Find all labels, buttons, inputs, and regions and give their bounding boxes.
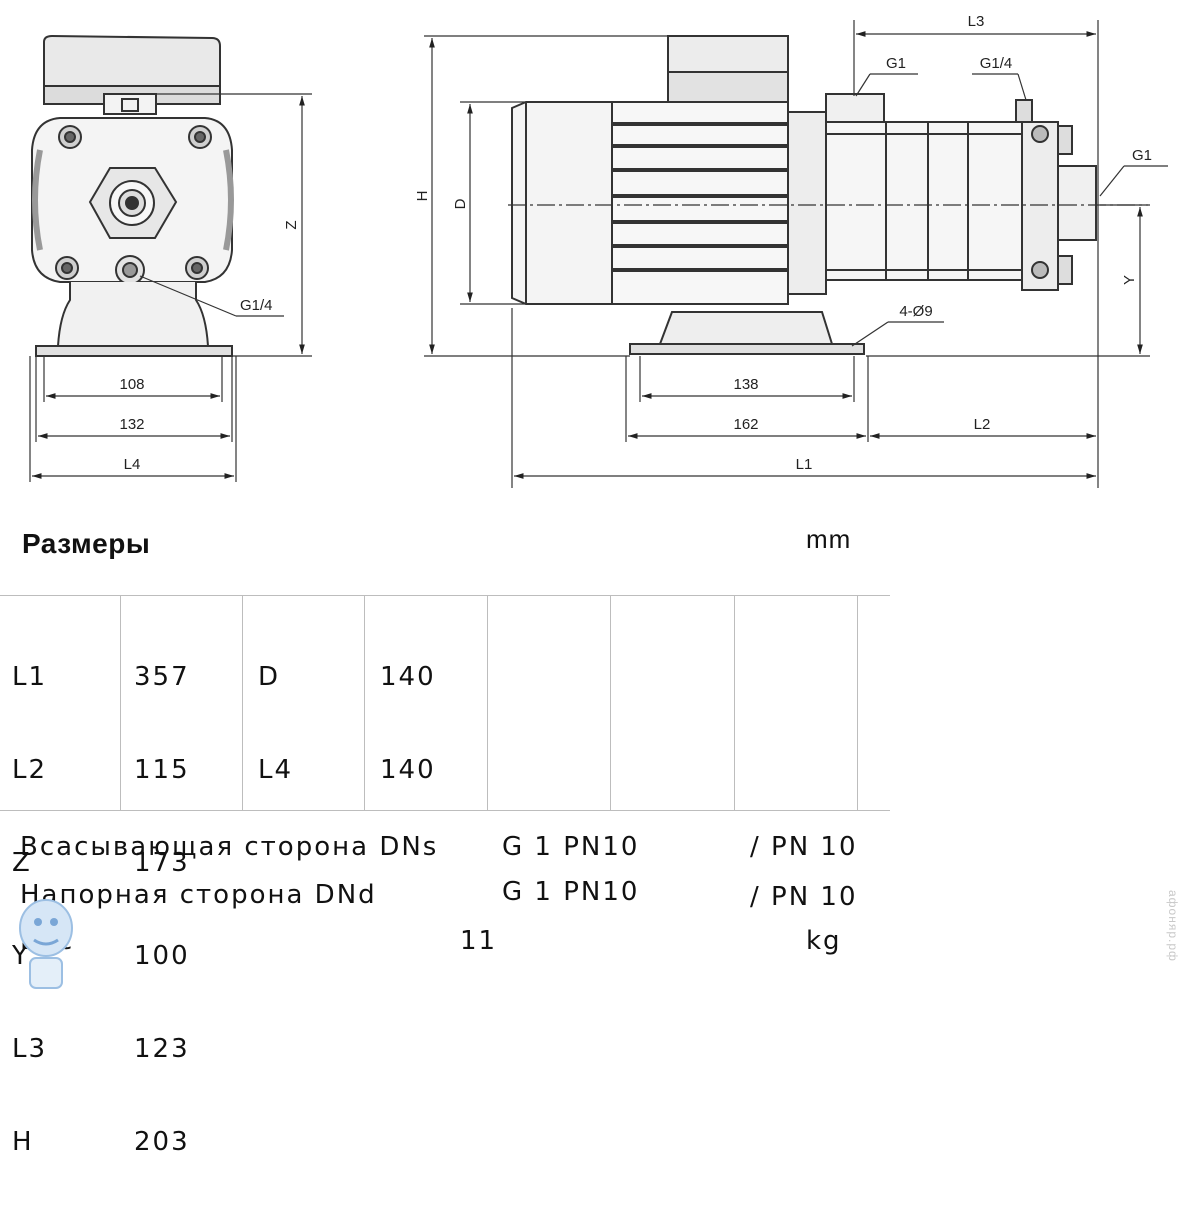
side-y-label: Y [1121, 275, 1138, 285]
dim-value: 123 [134, 1034, 190, 1064]
side-g1-right-label: G1 [1132, 147, 1152, 164]
side-l3-label: L3 [968, 13, 985, 30]
watermark-text: афоняр.рф [1166, 890, 1180, 962]
dim-name: H [12, 1127, 34, 1157]
side-view [511, 35, 1097, 355]
front-g14-label: G1/4 [240, 297, 273, 314]
front-108-label: 108 [119, 376, 144, 393]
dim-value: 140 [380, 662, 436, 692]
dim-name: L2 [12, 755, 48, 785]
side-g14-label: G1/4 [980, 55, 1013, 72]
front-l4-label: L4 [124, 456, 141, 473]
pump-dimension-drawing: G1/4 Z 108 132 L4 [29, 13, 1168, 488]
dim-name: L4 [258, 755, 294, 785]
dimensions-title: Размеры [22, 528, 151, 559]
weight-value: 11 [460, 926, 498, 956]
front-view [31, 34, 234, 357]
dimensions-table: L1 L2 Z Y L3 H 357 115 173 100 123 203 D… [0, 595, 890, 1157]
table-column [242, 596, 365, 810]
dim-value: 100 [134, 941, 190, 971]
dim-value: 203 [134, 1127, 190, 1157]
dim-value: 357 [134, 662, 190, 692]
side-holes-label: 4-Ø9 [899, 303, 932, 320]
side-162-label: 162 [733, 416, 758, 433]
side-h-label: H [414, 191, 431, 202]
table-column [610, 596, 735, 810]
front-dimensions [29, 93, 312, 482]
unit-label: mm [806, 524, 852, 554]
dim-name: L3 [12, 1034, 48, 1064]
discharge-label: Напорная сторона DNd [20, 880, 377, 910]
dim-name: Y [12, 941, 30, 971]
side-l1-label: L1 [796, 456, 813, 473]
dim-value: 140 [380, 755, 436, 785]
table-column [487, 596, 611, 810]
dim-name: D [258, 662, 281, 692]
suction-label: Всасывающая сторона DNs [20, 832, 439, 862]
table-column [734, 596, 858, 810]
discharge-pn: / PN 10 [750, 882, 858, 912]
col2-values: 140 140 [380, 600, 436, 848]
col1-values: 357 115 173 100 123 203 [134, 600, 190, 1220]
side-dimensions [424, 20, 1168, 488]
front-132-label: 132 [119, 416, 144, 433]
mascot-logo [19, 899, 73, 989]
weight-unit: kg [806, 926, 842, 956]
table-column [0, 596, 121, 810]
dim-value: 173 [134, 848, 190, 878]
front-z-label: Z [283, 220, 300, 229]
side-g1-top-label: G1 [886, 55, 906, 72]
suction-pn: / PN 10 [750, 832, 858, 862]
dim-value: 115 [134, 755, 190, 785]
dim-name: Z [12, 848, 32, 878]
discharge-value: G 1 PN10 [502, 877, 640, 907]
side-138-label: 138 [733, 376, 758, 393]
col2-names: D L4 [258, 600, 299, 848]
suction-value: G 1 PN10 [502, 832, 640, 862]
side-d-label: D [452, 198, 469, 209]
side-l2-label: L2 [974, 416, 991, 433]
table-column [364, 596, 488, 810]
dim-name: L1 [12, 662, 48, 692]
table-column [120, 596, 243, 810]
